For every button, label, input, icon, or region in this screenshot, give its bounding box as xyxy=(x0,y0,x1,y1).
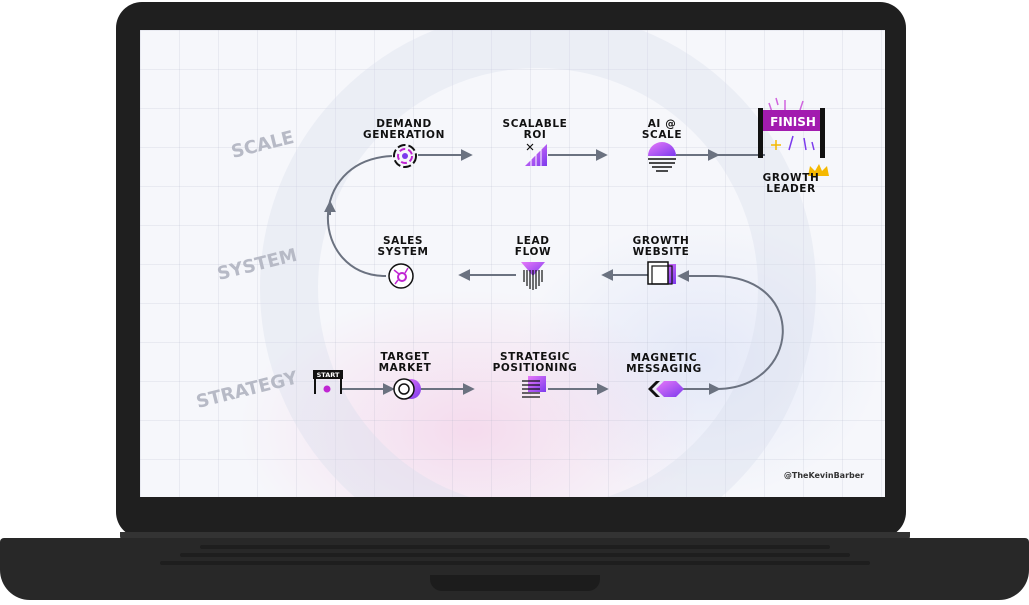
spiral-target-icon xyxy=(393,144,417,168)
node-label-growth-leader-1: GROWTH xyxy=(763,172,820,184)
node-label-lead-flow-1: LEAD xyxy=(516,235,549,247)
node-label-sales-system-1: SALES xyxy=(383,235,423,247)
author-credit: @TheKevinBarber xyxy=(784,471,864,480)
keyboard-row xyxy=(180,553,850,557)
node-label-strategic-positioning-1: STRATEGIC xyxy=(500,351,570,363)
roadmap-path xyxy=(324,149,784,395)
funnel-icon xyxy=(521,262,545,290)
start-marker: START xyxy=(313,370,343,394)
stage-label-strategy: STRATEGY xyxy=(194,367,301,413)
target-icon xyxy=(393,378,421,400)
keyboard-row xyxy=(200,545,830,549)
ai-sphere-icon xyxy=(648,142,676,172)
stage-label-system: SYSTEM xyxy=(215,245,299,285)
node-label-scalable-roi-1: SCALABLE xyxy=(503,118,568,130)
node-label-growth-website-1: GROWTH xyxy=(633,235,690,247)
node-label-magnetic-messaging-1: MAGNETIC xyxy=(631,352,698,364)
crown-icon xyxy=(808,164,829,176)
hubspot-icon xyxy=(388,263,414,289)
finish-label: FINISH xyxy=(770,115,816,129)
magnetic-icon xyxy=(648,381,684,397)
positioning-icon xyxy=(522,376,546,398)
finish-banner: FINISH xyxy=(758,97,825,158)
laptop-hinge xyxy=(120,532,910,542)
node-label-ai-scale-1: AI @ xyxy=(648,118,677,130)
node-label-scalable-roi-2: ROI xyxy=(524,129,547,141)
node-label-growth-website-2: WEBSITE xyxy=(633,246,690,258)
node-label-target-market-1: TARGET xyxy=(380,351,429,363)
keyboard-row xyxy=(160,561,870,565)
node-label-strategic-positioning-2: POSITIONING xyxy=(493,362,578,374)
start-dot xyxy=(323,385,331,393)
node-label-sales-system-2: SYSTEM xyxy=(377,246,428,258)
node-label-demand-generation-2: GENERATION xyxy=(363,129,445,141)
node-label-magnetic-messaging-2: MESSAGING xyxy=(626,363,702,375)
node-label-demand-generation-1: DEMAND xyxy=(376,118,432,130)
stage-label-scale: SCALE xyxy=(229,127,296,163)
screen xyxy=(140,30,885,497)
node-label-ai-scale-2: SCALE xyxy=(642,129,682,141)
node-label-lead-flow-2: FLOW xyxy=(515,246,551,258)
trackpad-notch xyxy=(430,575,600,591)
node-label-growth-leader-2: LEADER xyxy=(766,183,816,195)
roi-chart-icon xyxy=(525,143,547,166)
website-icon xyxy=(647,261,676,285)
start-label: START xyxy=(317,371,340,379)
node-label-target-market-2: MARKET xyxy=(379,362,432,374)
